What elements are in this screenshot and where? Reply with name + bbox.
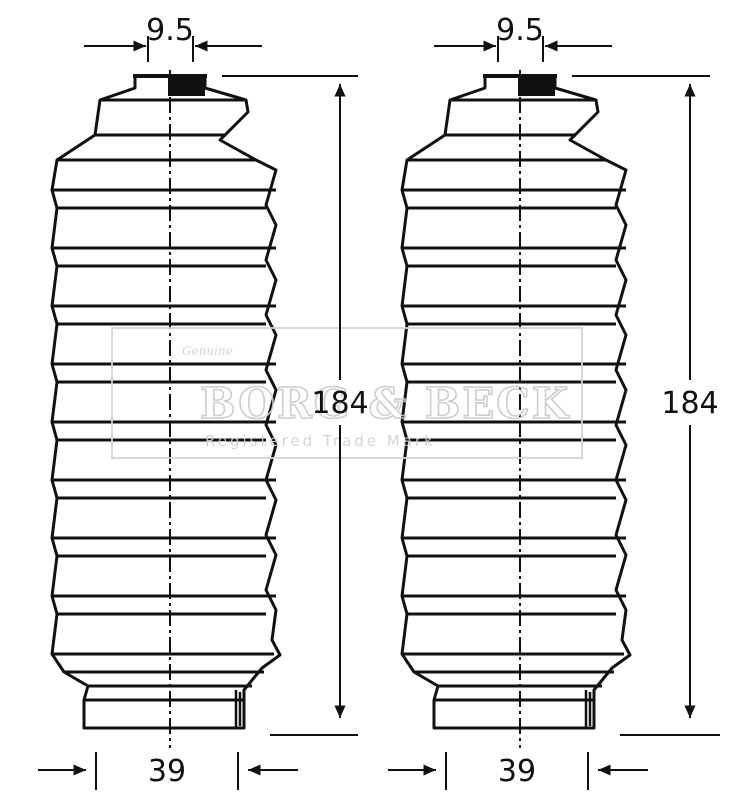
- dim-left-bottom-width: 39: [148, 754, 186, 789]
- boot-right-top-collar: [518, 76, 555, 96]
- watermark-small-text: Genuine: [182, 344, 233, 358]
- watermark-brand: BORG & BECK: [200, 379, 570, 428]
- watermark-frame: [111, 327, 583, 459]
- boot-left-ribs: [52, 98, 276, 702]
- dim-right-bottom-width: 39: [498, 754, 536, 789]
- watermark-sub-text: Registered Trade Mark: [205, 432, 436, 450]
- dim-right-top-width: 9.5: [496, 13, 544, 48]
- dim-left-length: 184: [311, 386, 368, 421]
- boot-right-ribs: [402, 98, 626, 702]
- dim-right-length: 184: [661, 386, 718, 421]
- boot-left-section-wall: [234, 690, 242, 728]
- dim-left-top-width: 9.5: [146, 13, 194, 48]
- watermark: Genuine BORG & BECK Registered Trade Mar…: [111, 327, 583, 459]
- dimensions-right: [388, 36, 720, 790]
- boot-right: [400, 70, 632, 748]
- boot-right-section-wall: [584, 690, 592, 728]
- boot-left: [50, 70, 282, 748]
- dimensions-left: [38, 36, 358, 790]
- boot-left-top-collar: [168, 76, 205, 96]
